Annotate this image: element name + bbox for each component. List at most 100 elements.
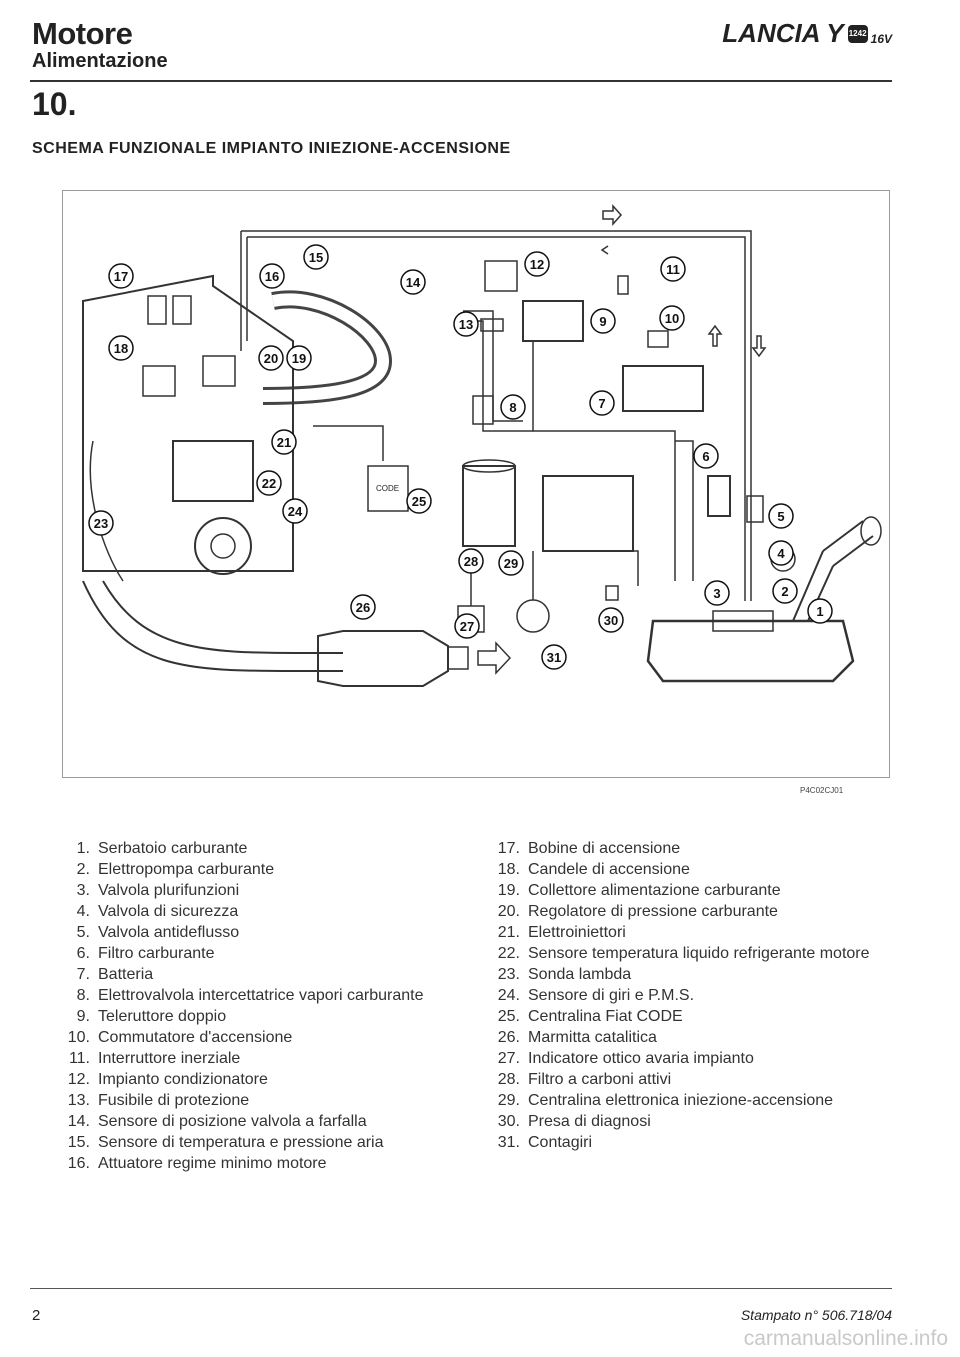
svg-text:2: 2 — [781, 584, 788, 599]
callout-18: 18 — [108, 335, 134, 361]
svg-text:22: 22 — [262, 476, 276, 491]
fuel-line-outer — [241, 230, 752, 601]
subsection-name: Alimentazione — [32, 50, 168, 72]
svg-text:14: 14 — [406, 275, 421, 290]
legend-item-number: 12. — [67, 1071, 90, 1088]
legend-item: 23. Sonda lambda — [488, 964, 908, 985]
legend-item-number: 17. — [497, 840, 520, 857]
callout-28: 28 — [458, 548, 484, 574]
legend-item-text: Candele di accensione — [528, 861, 690, 878]
legend-item-text: Impianto condizionatore — [98, 1071, 268, 1088]
legend-item: 9.Teleruttore doppio — [58, 1006, 458, 1027]
legend-item-text: Valvola plurifunzioni — [98, 882, 240, 899]
legend-item: 17.Bobine di accensione — [488, 838, 908, 859]
svg-text:27: 27 — [460, 619, 474, 634]
svg-text:8: 8 — [509, 400, 516, 415]
callout-3: 3 — [704, 580, 730, 606]
svg-text:4: 4 — [777, 546, 785, 561]
svg-text:21: 21 — [277, 435, 291, 450]
legend-item-text: Filtro a carboni attivi — [528, 1071, 672, 1088]
page-number: 2 — [32, 1307, 41, 1324]
legend-item-number: 2. — [76, 861, 90, 878]
legend-item-text: Valvola di sicurezza — [98, 903, 239, 920]
legend-item-number: 10. — [67, 1029, 90, 1046]
legend-item: 15.Sensore di temperatura e pressione ar… — [58, 1132, 458, 1153]
svg-text:15: 15 — [309, 250, 323, 265]
legend-item: 24.Sensore di giri e P.M.S. — [488, 985, 908, 1006]
legend-item: 31. Contagiri — [488, 1132, 908, 1153]
callout-17: 17 — [108, 263, 134, 289]
footer-rule — [30, 1288, 892, 1289]
legend-item-number: 31. — [497, 1134, 520, 1151]
callout-11: 11 — [660, 256, 686, 282]
svg-text:23: 23 — [94, 516, 108, 531]
svg-text:12: 12 — [530, 257, 544, 272]
legend-item-number: 8. — [76, 987, 90, 1004]
svg-text:10: 10 — [665, 311, 679, 326]
legend-item-text: Sensore di posizione valvola a farfalla — [98, 1113, 367, 1130]
legend-item-text: Fusibile di protezione — [98, 1092, 250, 1109]
legend-item-text: Contagiri — [528, 1134, 593, 1151]
legend-item-text: Presa di diagnosi — [528, 1113, 651, 1130]
legend-item-text: Regolatore di pressione carburante — [528, 903, 778, 920]
legend-right: 17.Bobine di accensione 18. Candele di acc… — [488, 838, 908, 1153]
legend-item: 21.Elettroiniettori — [488, 922, 908, 943]
legend-item: 25.Centralina Fiat CODE — [488, 1006, 908, 1027]
callout-27: 27 — [454, 613, 480, 639]
legend-item-number: 16. — [67, 1155, 90, 1172]
svg-text:3: 3 — [713, 586, 720, 601]
section-name: Motore — [32, 16, 133, 51]
svg-text:7: 7 — [598, 396, 605, 411]
watermark: carmanualsonline.info — [743, 1327, 948, 1350]
legend-item-number: 19. — [497, 882, 520, 899]
header-rule — [30, 80, 892, 82]
legend-item-text: Sonda lambda — [528, 966, 632, 983]
legend-item: 26.Marmitta catalitica — [488, 1027, 908, 1048]
svg-text:19: 19 — [292, 351, 306, 366]
legend-item: 13.Fusibile di protezione — [58, 1090, 458, 1111]
callout-16: 16 — [259, 263, 285, 289]
legend-item: 8.Elettrovalvola intercettatrice vapori … — [58, 985, 458, 1006]
legend-item: 30. Presa di diagnosi — [488, 1111, 908, 1132]
callout-9: 9 — [590, 308, 616, 334]
callout-10: 10 — [659, 305, 685, 331]
legend-item-number: 9. — [76, 1008, 90, 1025]
legend-item-text: Centralina Fiat CODE — [528, 1008, 683, 1025]
svg-text:1: 1 — [816, 604, 823, 619]
svg-text:28: 28 — [464, 554, 478, 569]
legend-item-text: Batteria — [98, 966, 154, 983]
legend-item-text: Marmitta catalitica — [528, 1029, 657, 1046]
legend-item: 12. Impianto condizionatore — [58, 1069, 458, 1090]
legend-item-number: 23. — [497, 966, 520, 983]
legend-item: 18. Candele di accensione — [488, 859, 908, 880]
callout-1: 1 — [807, 598, 833, 624]
legend-item-number: 4. — [76, 903, 90, 920]
legend-item: 1.Serbatoio carburante — [58, 838, 458, 859]
legend-item: 2.Elettropompa carburante — [58, 859, 458, 880]
legend-item-number: 29. — [497, 1092, 520, 1109]
system-diagram: CODE 1 2 3 4 5 6 7 8 9 10 11 12 13 14 15… — [62, 190, 890, 778]
legend-item-number: 30. — [497, 1113, 520, 1130]
legend-item-number: 3. — [76, 882, 90, 899]
callout-2: 2 — [772, 578, 798, 604]
brand-logo: LANCIA Y 1242 16V — [722, 18, 892, 49]
callout-20: 20 — [258, 345, 284, 371]
legend-item-number: 18. — [497, 861, 520, 878]
callout-5: 5 — [768, 503, 794, 529]
svg-text:18: 18 — [114, 341, 128, 356]
legend-item: 5. Valvola antideflusso — [58, 922, 458, 943]
callout-24: 24 — [282, 498, 308, 524]
legend-item: 28.Filtro a carboni attivi — [488, 1069, 908, 1090]
svg-text:26: 26 — [356, 600, 370, 615]
legend-item-text: Centralina elettronica iniezione-accensi… — [528, 1092, 834, 1109]
brand-name: LANCIA Y — [722, 18, 844, 48]
legend-item-text: Valvola antideflusso — [98, 924, 240, 941]
callout-4: 4 — [768, 540, 794, 566]
legend-item-number: 11. — [68, 1050, 90, 1067]
callout-13: 13 — [453, 311, 479, 337]
callout-31: 31 — [541, 644, 567, 670]
legend-item-number: 5. — [76, 924, 90, 941]
legend-item-number: 20. — [497, 903, 520, 920]
legend-item-text: Serbatoio carburante — [98, 840, 248, 857]
